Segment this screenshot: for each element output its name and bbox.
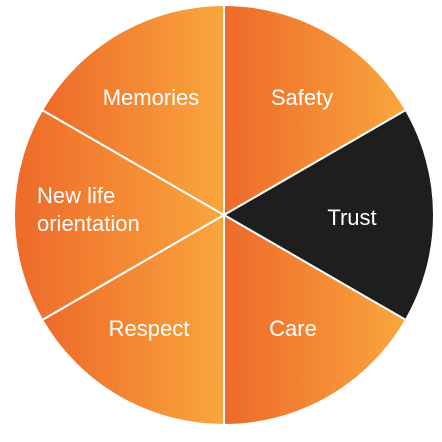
segment-label-care: Care	[269, 316, 317, 341]
segment-label-line: Trust	[327, 205, 376, 230]
segment-label-line: Memories	[103, 85, 200, 110]
segment-respect	[41, 214, 225, 426]
segment-memories	[41, 4, 225, 216]
segment-label-respect: Respect	[109, 316, 190, 341]
segment-label-memories: Memories	[103, 85, 200, 110]
segment-label-line: Respect	[109, 316, 190, 341]
segment-safety	[223, 4, 407, 216]
segment-new-life-orientation	[13, 109, 225, 321]
segment-label-line: New life	[37, 183, 115, 208]
segment-care	[223, 214, 407, 426]
segment-label-line: Safety	[271, 85, 333, 110]
segment-label-safety: Safety	[271, 85, 333, 110]
segment-label-new-life-orientation: New life orientation	[37, 183, 140, 236]
segment-label-line: Care	[269, 316, 317, 341]
segment-label-trust: Trust	[327, 205, 376, 230]
segment-trust	[223, 109, 435, 321]
segment-label-line: orientation	[37, 211, 140, 236]
